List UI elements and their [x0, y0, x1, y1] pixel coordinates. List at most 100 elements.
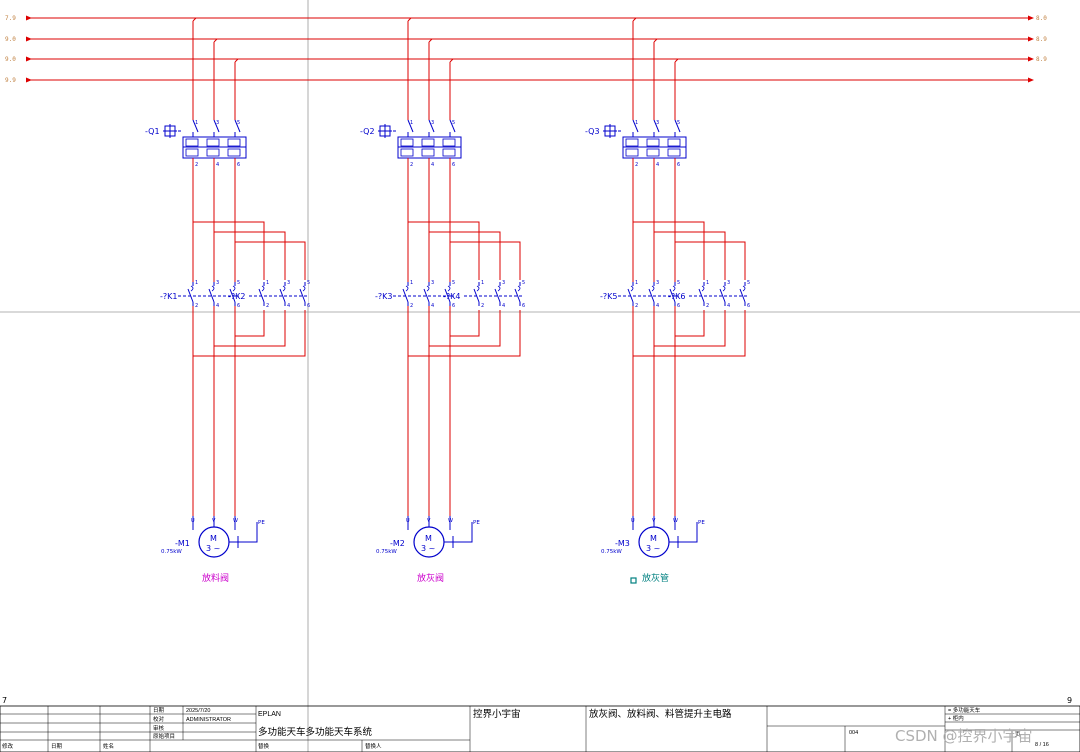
breaker-trip	[421, 148, 435, 157]
motor-terminal-label: W	[448, 518, 453, 524]
contact-blade	[229, 288, 236, 303]
motor-label: -M3	[615, 539, 630, 548]
bus-tap	[234, 58, 239, 63]
pin-label: 2	[410, 162, 413, 168]
contact-gap	[498, 282, 503, 306]
contactor-label: -?K2	[228, 292, 245, 301]
breaker-contact	[653, 119, 660, 133]
breaker-trip	[442, 138, 456, 147]
tb-date-label: 日期	[153, 707, 165, 714]
pin-label: 3	[287, 280, 290, 286]
motor-rating: 0.75kW	[161, 549, 182, 555]
bus-tap	[428, 38, 433, 43]
breaker-label: -Q1	[145, 127, 160, 136]
pin-label: 6	[452, 162, 455, 168]
reversing-wire	[653, 310, 726, 350]
pin-label: 6	[677, 162, 680, 168]
contact-arc	[651, 285, 655, 292]
pin-label: 3	[656, 280, 659, 286]
tb-revdate-label: 日期	[51, 743, 63, 750]
bus-arrow-left	[26, 56, 32, 62]
title-block-frame	[0, 705, 1080, 752]
pin-label: 1	[195, 120, 198, 126]
function-label: 放灰管	[642, 572, 669, 584]
breaker-trip	[400, 148, 414, 157]
motor-terminal-label: U	[191, 518, 195, 524]
motor-phase: 3 ~	[646, 544, 660, 553]
breaker-trip	[442, 148, 456, 157]
pin-label: 2	[410, 303, 413, 309]
contactor-label: -?K5	[600, 292, 617, 301]
contact-arc	[211, 285, 215, 292]
bus-tap	[632, 17, 637, 22]
motor-mark: M	[210, 534, 217, 543]
contact-blade	[423, 288, 430, 303]
tb-project-name: 多功能天车多功能天车系统	[258, 726, 373, 738]
breaker-contact	[407, 119, 414, 133]
contact-gap	[406, 282, 411, 306]
pin-label: 6	[452, 303, 455, 309]
pin-label: 1	[635, 280, 638, 286]
pe-wire	[453, 522, 473, 543]
bus-arrow-left	[26, 36, 32, 42]
pin-label: 3	[502, 280, 505, 286]
bus-arrow-left	[26, 77, 32, 83]
motor-rating: 0.75kW	[376, 549, 397, 555]
motor-rating: 0.75kW	[601, 549, 622, 555]
contact-arc	[517, 285, 521, 292]
pin-label: 1	[481, 280, 484, 286]
watermark: CSDN @控界小宇宙	[895, 727, 1033, 745]
motor-mark: M	[650, 534, 657, 543]
pin-label: 6	[237, 303, 240, 309]
breaker-label: -Q2	[360, 127, 375, 136]
pin-label: 1	[410, 120, 413, 126]
contact-arc	[722, 285, 726, 292]
contact-blade	[739, 288, 746, 303]
pin-label: 2	[195, 162, 198, 168]
pin-label: 4	[431, 303, 434, 309]
contactor-label: -?K6	[668, 292, 685, 301]
breaker-trip	[185, 138, 199, 147]
breaker-trip	[421, 138, 435, 147]
contact-arc	[476, 285, 480, 292]
pin-label: 1	[410, 280, 413, 286]
contact-blade	[648, 288, 655, 303]
bus-label-left: 9.0	[5, 36, 16, 43]
pin-label: 1	[195, 280, 198, 286]
motor-terminal-label: V	[212, 518, 216, 524]
reversing-wire	[192, 310, 306, 360]
breaker-trip	[667, 138, 681, 147]
pin-label: 5	[522, 280, 525, 286]
contact-arc	[672, 285, 676, 292]
tb-page-title: 放灰阀、放料阀、料管提升主电路	[589, 708, 732, 720]
pin-label: 3	[431, 120, 434, 126]
breaker-trip	[227, 138, 241, 147]
contact-blade	[514, 288, 521, 303]
bus-tap	[192, 17, 197, 22]
bus-tap	[674, 58, 679, 63]
reversing-wire	[674, 241, 746, 280]
contact-arc	[190, 285, 194, 292]
contact-arc	[232, 285, 236, 292]
contact-gap	[262, 282, 267, 306]
bus-arrow-left	[26, 15, 32, 21]
contact-gap	[191, 282, 196, 306]
pin-label: 5	[237, 280, 240, 286]
breaker-trip	[646, 138, 660, 147]
function-label: 放灰阀	[417, 572, 444, 584]
contact-gap	[427, 282, 432, 306]
reversing-wire	[407, 221, 480, 280]
reversing-wire	[192, 221, 265, 280]
bus-label-right: 8.0	[1036, 15, 1047, 22]
reversing-wire	[674, 310, 705, 340]
pin-label: 2	[195, 303, 198, 309]
tb-checker-value: ADMINISTRATOR	[186, 717, 231, 723]
tb-software: EPLAN	[258, 711, 281, 718]
